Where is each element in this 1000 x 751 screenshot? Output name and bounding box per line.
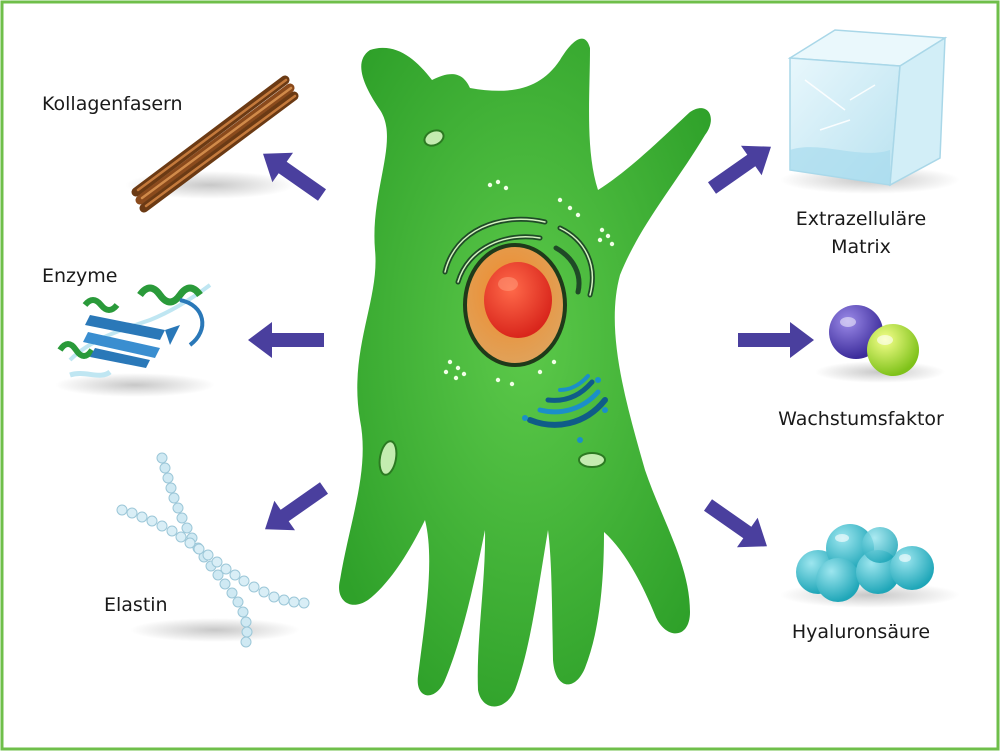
arrow-to-kollagen [263,152,327,201]
arrow-to-wachstum [738,322,814,358]
arrow-to-ezm [707,145,771,194]
label-matrix: Matrix [831,236,891,258]
enzyme-illustration [55,283,215,397]
arrow-to-enzyme [248,322,324,358]
golgi-apparatus [527,374,608,428]
fibroblast-cell [339,38,711,707]
label-elastin: Elastin [104,594,168,616]
label-kollagenfasern: Kollagenfasern [42,93,183,115]
elastin-illustration [116,452,310,648]
growth-factor-spheres [815,305,945,383]
arrow-to-hyaluron [703,499,767,548]
collagen-fibers-illustration [125,75,299,213]
arrow-to-elastin [265,482,329,531]
label-enzyme: Enzyme [42,265,117,287]
hyaluronic-acid-cluster [780,524,960,608]
label-extrazellulaere: Extrazelluläre [796,208,926,230]
label-wachstumsfaktor: Wachstumsfaktor [778,408,944,430]
extracellular-matrix-cube [780,29,960,194]
arrows [248,145,814,548]
label-hyaluronsaeure: Hyaluronsäure [792,621,930,643]
